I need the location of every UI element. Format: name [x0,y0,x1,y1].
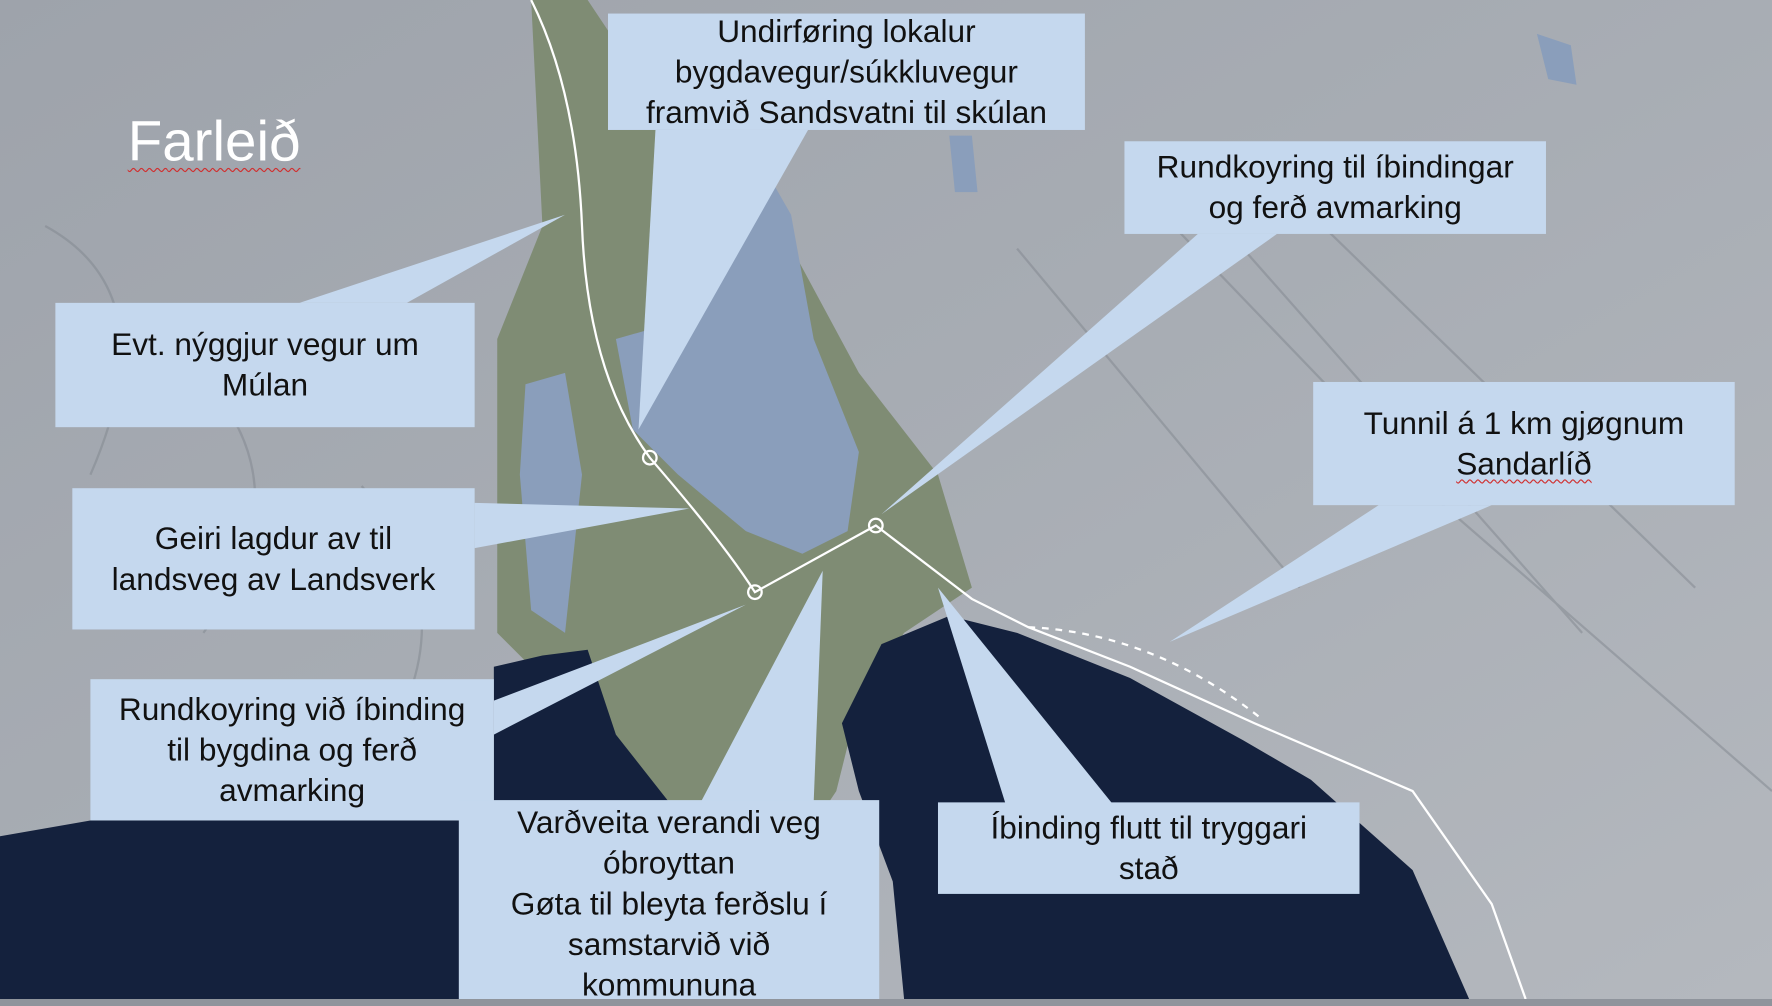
callout-line: Tunnil á 1 km gjøgnum [1363,405,1685,441]
callout-line: kommununa [581,967,757,1003]
callout-line: Geiri lagdur av til [154,520,393,556]
callout-line: Rundkoyring til íbindingar [1156,149,1514,185]
callout-new-road: Evt. nýggjur vegur um Múlan [55,302,475,428]
callout-line: Múlan [221,367,309,403]
slide-title: Farleið [127,109,301,173]
callout-relocated: Íbinding flutt til tryggari stað [937,802,1360,894]
callout-line: landsveg av Landsverk [111,561,436,597]
callout-line: Undirføring lokalur [717,12,976,49]
road-network [530,0,1527,1000]
callout-line: samstarvið við [567,926,771,962]
callout-line: Varðveita verandi veg [517,804,821,840]
callout-roundabout-village: Rundkoyring við íbinding til bygdina og … [90,679,494,821]
small-lake [519,372,583,633]
callout-line: framvið Sandsvatni til skúlan [645,94,1047,130]
callout-tunnel: Tunnil á 1 km gjøgnum Sandarlíð [1313,381,1735,506]
callout-line: til bygdina og ferð [167,731,418,767]
callout-preserve: Varðveita verandi veg óbroyttan Gøta til… [458,800,880,1002]
callout-line: stað [1118,850,1179,886]
callout-gravel: Geiri lagdur av til landsveg av Landsver… [72,488,475,630]
callout-line: avmarking [219,772,366,808]
callout-roundabout-junction: Rundkoyring til íbindingar og ferð avmar… [1124,141,1546,234]
pointer-preserve [700,570,823,803]
callout-line: Evt. nýggjur vegur um [111,326,419,362]
callout-line: óbroyttan [603,845,735,881]
pointer-gravel [474,502,690,549]
callout-line: og ferð avmarking [1208,189,1462,225]
callout-line: Íbinding flutt til tryggari [990,809,1308,845]
callout-underpass: Undirføring lokalur bygdavegur/súkkluveg… [607,12,1085,130]
callout-line: Rundkoyring við íbinding [118,691,466,727]
callout-line: bygdavegur/súkkluvegur [674,53,1018,89]
callout-line: Sandarlíð [1456,445,1592,481]
callout-line: Gøta til bleyta ferðslu í [510,885,828,922]
